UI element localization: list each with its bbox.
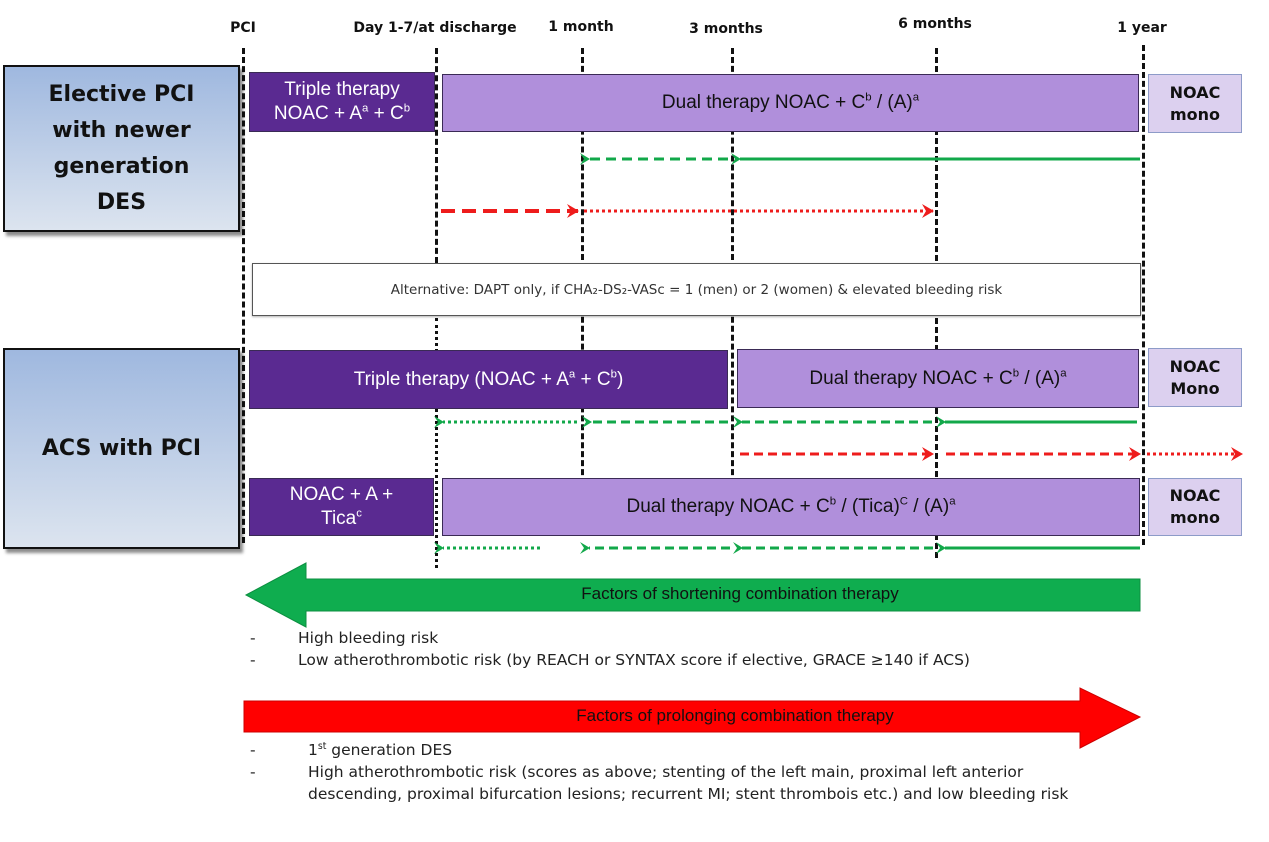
timeline-label-day1-7: Day 1-7/at discharge	[353, 20, 517, 36]
shortening-factor-item: -High bleeding risk	[250, 629, 439, 647]
timeline-label-pci: PCI	[230, 20, 256, 36]
acs-tica-bar: NOAC + A + Ticac	[249, 478, 434, 536]
acs-dual2-label: Dual therapy NOAC + Cb / (Tica)C / (A)a	[626, 495, 956, 517]
elective-dual-therapy-bar: Dual therapy NOAC + Cb / (A)a	[442, 74, 1139, 132]
prolonging-label: Factors of prolonging combination therap…	[576, 706, 894, 725]
elective-triple-therapy-bar: Triple therapy NOAC + Aa + Cb	[249, 72, 435, 132]
timeline-line-day1-7-lower	[435, 318, 438, 568]
acs-dual-therapy-bar: Dual therapy NOAC + Cb / (A)a	[737, 349, 1139, 408]
category-acs-pci: ACS with PCI	[3, 348, 240, 549]
prolonging-big-arrow	[243, 687, 1142, 749]
timeline-line-1-year	[1142, 45, 1145, 545]
timeline-label-3-months: 3 months	[689, 21, 763, 37]
timeline-line-pci	[242, 48, 245, 543]
shortening-big-arrow	[244, 562, 1141, 628]
acs-dual-therapy-tica-bar: Dual therapy NOAC + Cb / (Tica)C / (A)a	[442, 478, 1140, 536]
category-elective-pci: Elective PCI with newer generation DES	[3, 65, 240, 232]
timeline-label-1-month: 1 month	[548, 19, 614, 35]
shortening-factor-item: -Low atherothrombotic risk (by REACH or …	[250, 651, 970, 669]
timeline-label-1-year: 1 year	[1117, 20, 1167, 36]
category-elective-pci-label: Elective PCI with newer generation DES	[48, 81, 195, 215]
prolonging-factors-list: -1st generation DES -High atherothrombot…	[250, 739, 1110, 805]
timeline-line-day1-7-upper	[435, 48, 438, 263]
acs-dual-label: Dual therapy NOAC + Cb / (A)a	[809, 367, 1067, 389]
acs-triple-therapy-bar: Triple therapy (NOAC + Aa + Cb)	[249, 350, 728, 409]
acs-triple-label: Triple therapy (NOAC + Aa + Cb)	[353, 368, 624, 390]
prolonging-factor-item: -High atherothrombotic risk (scores as a…	[250, 763, 1069, 803]
shortening-factors-list: -High bleeding risk -Low atherothromboti…	[250, 627, 1150, 671]
elective-triple-line1: Triple therapy	[284, 79, 400, 100]
elective-triple-line2: NOAC + Aa + Cb	[273, 102, 411, 124]
shortening-label: Factors of shortening combination therap…	[581, 584, 899, 603]
alternative-dapt-text: Alternative: DAPT only, if CHA₂-DS₂-VASc…	[390, 281, 1003, 298]
prolonging-factor-item: -1st generation DES	[250, 740, 453, 759]
category-acs-pci-label: ACS with PCI	[41, 435, 202, 461]
elective-dual-label: Dual therapy NOAC + Cb / (A)a	[661, 91, 920, 113]
alternative-dapt-box: Alternative: DAPT only, if CHA₂-DS₂-VASc…	[252, 263, 1141, 316]
timeline-label-6-months: 6 months	[898, 16, 972, 32]
